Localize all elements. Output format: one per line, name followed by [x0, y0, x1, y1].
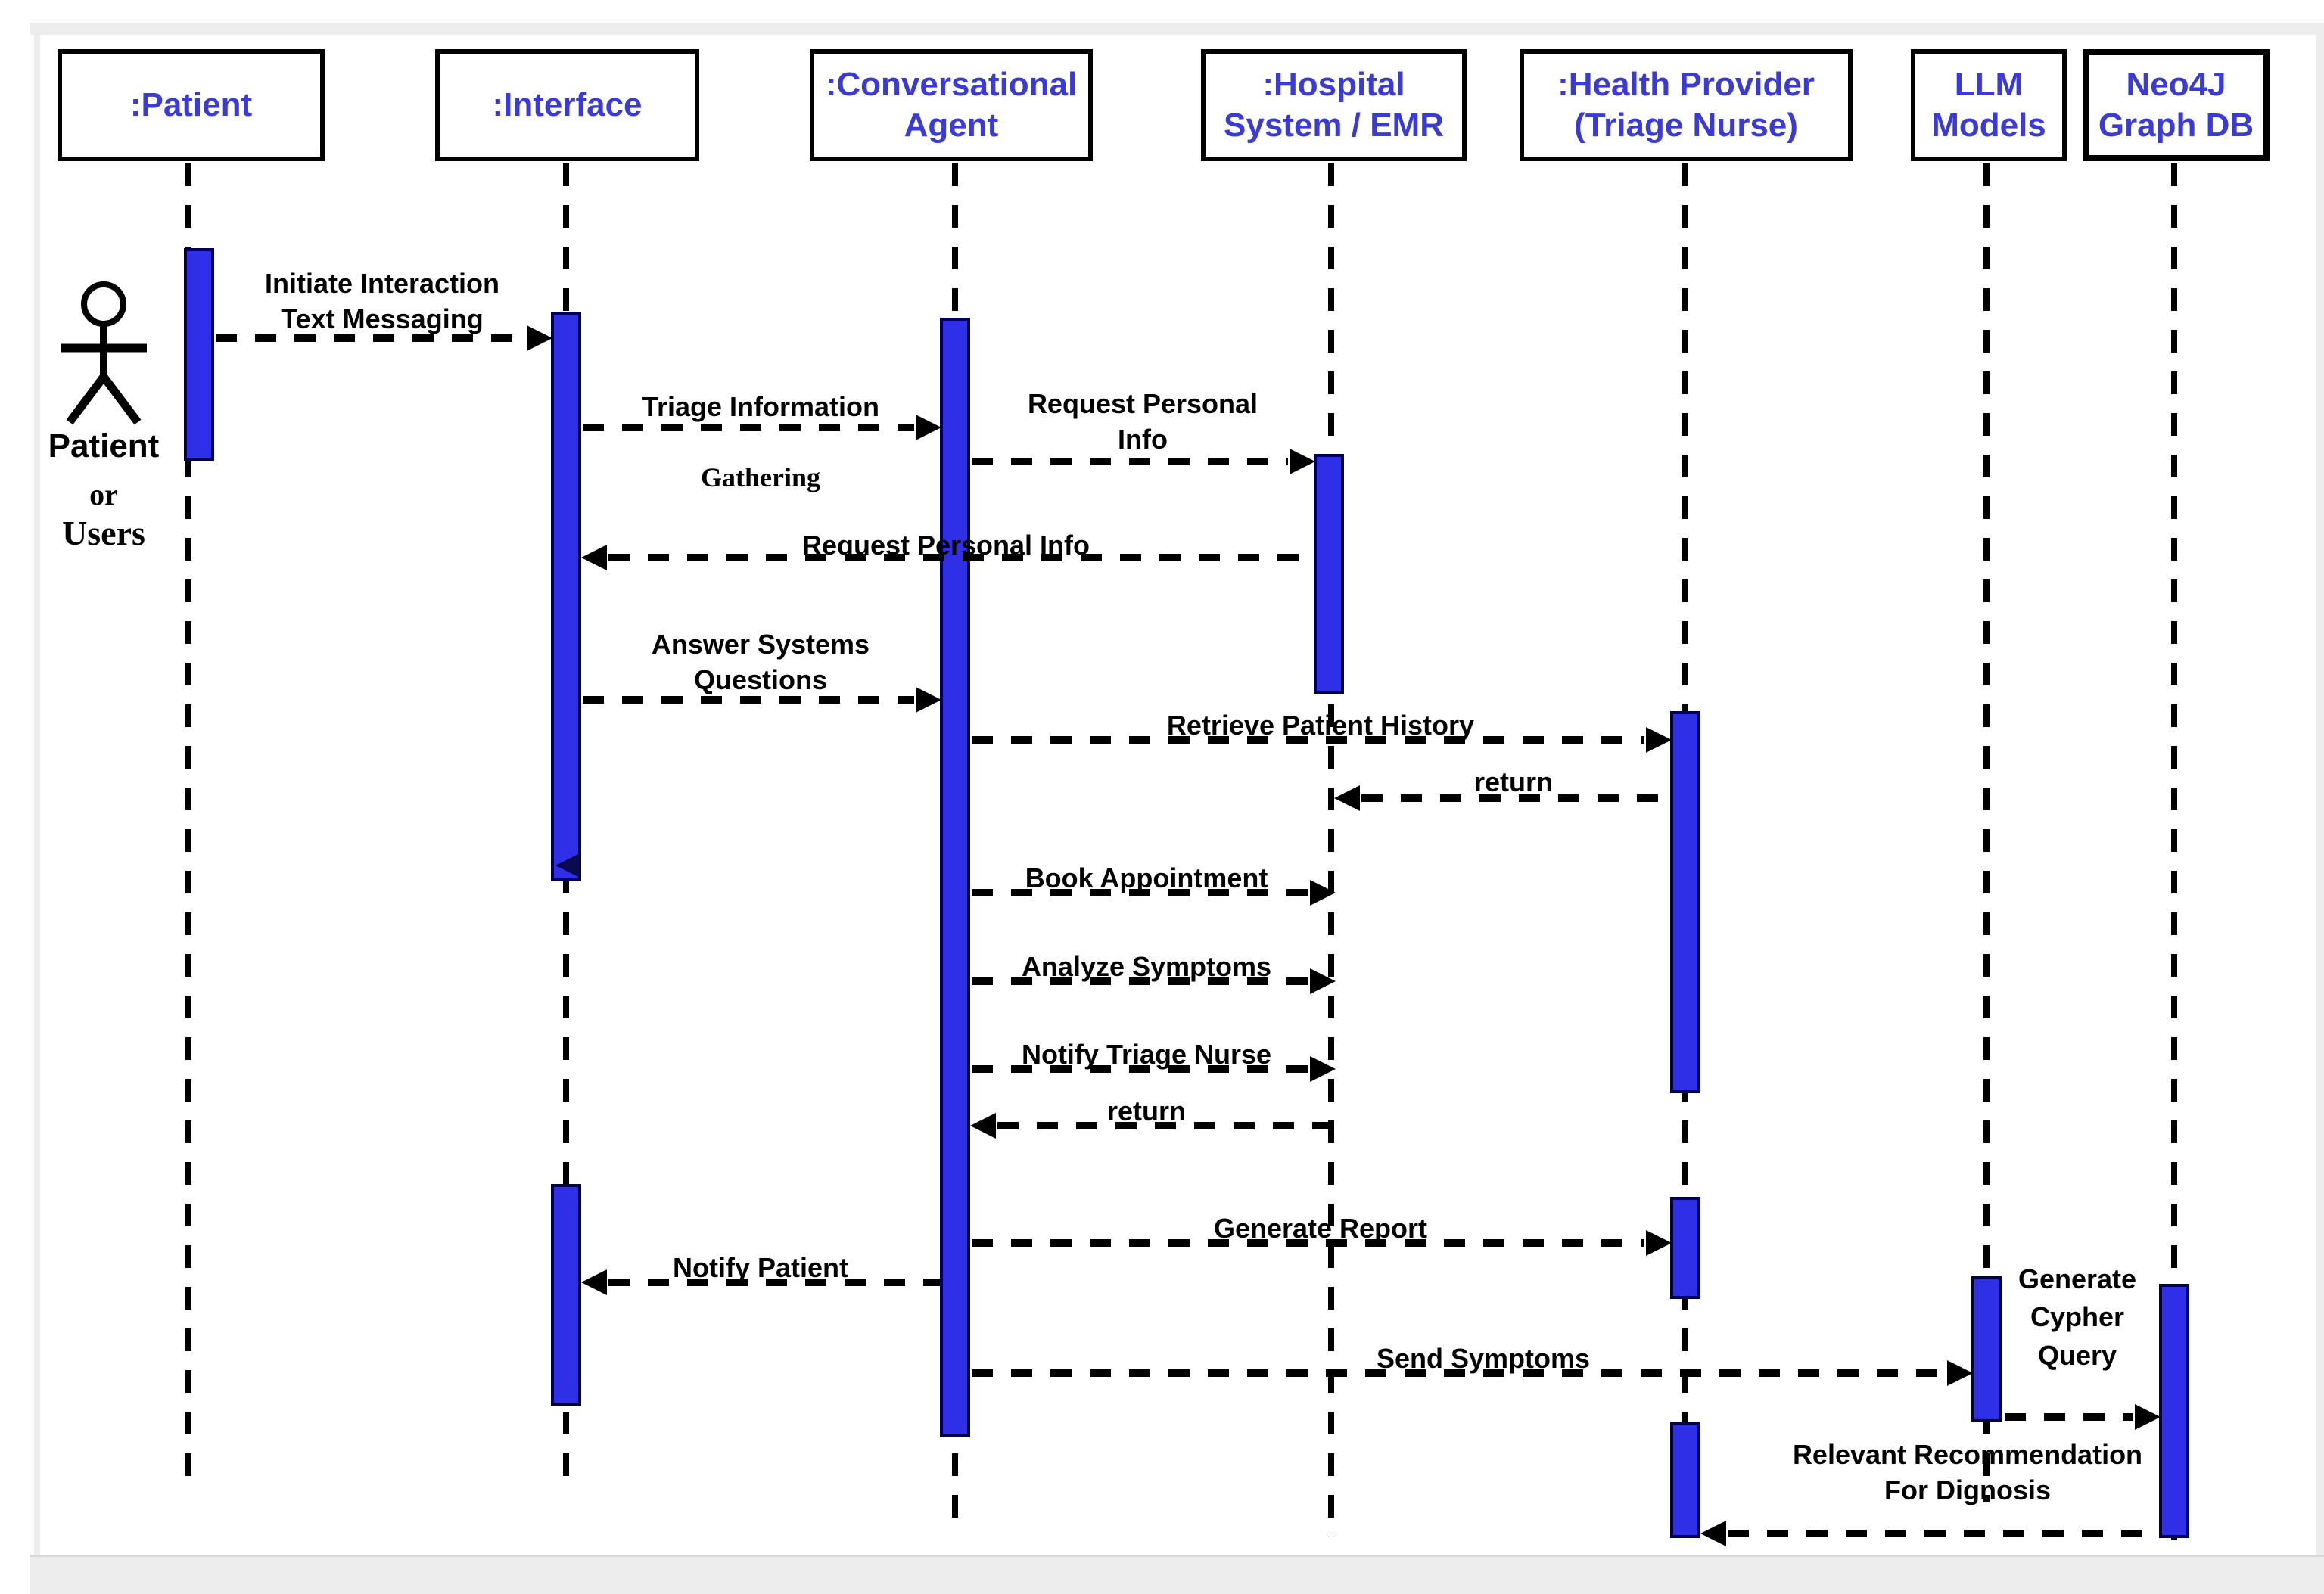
- message-line: [608, 1279, 940, 1286]
- actor-label-neo4j: Neo4J Graph DB: [2098, 66, 2254, 144]
- page-bottom-band: [30, 1555, 2324, 1594]
- lifeline-patient: [185, 163, 191, 1495]
- message-label: return: [1106, 1095, 1186, 1126]
- activation-interface-1: [551, 312, 581, 881]
- arrowhead-right-icon: [1947, 1360, 1973, 1386]
- message-label: Notify Triage Nurse: [1021, 1039, 1272, 1070]
- page-left-edge: [34, 23, 40, 1557]
- arrowhead-left-icon: [1700, 1521, 1726, 1546]
- message-line: [972, 1369, 1946, 1377]
- actor-label-hospital-system: :Hospital System / EMR: [1224, 66, 1444, 144]
- message-line: [583, 696, 914, 704]
- message-label-line2: Gathering: [701, 462, 820, 493]
- page-right-edge: [2316, 23, 2324, 1557]
- activation-llm-models: [1971, 1276, 2002, 1422]
- message-line: [972, 458, 1288, 465]
- message-line: [972, 1239, 1644, 1247]
- arrowhead-right-icon: [916, 687, 941, 713]
- message-label: return: [1473, 766, 1553, 797]
- message-line: [997, 1122, 1331, 1129]
- message-line: [972, 977, 1308, 985]
- arrowhead-right-icon: [1310, 1056, 1336, 1082]
- message-line: [2005, 1413, 2133, 1421]
- actor-box-neo4j: Neo4J Graph DB: [2083, 49, 2270, 161]
- message-label: Send Symptoms: [1376, 1343, 1591, 1374]
- actor-label-conversational-agent: :Conversational Agent: [825, 66, 1078, 144]
- activation-interface-2: [551, 1184, 581, 1406]
- arrowhead-right-icon: [527, 325, 552, 351]
- arrowhead-right-icon: [1646, 1230, 1672, 1256]
- message-line: [583, 424, 914, 431]
- message-line: [608, 554, 1314, 561]
- actor-box-interface: :Interface: [435, 49, 699, 161]
- message-label: Generate Cypher Query: [2018, 1263, 2137, 1371]
- arrowhead-right-icon: [1310, 880, 1336, 906]
- stick-figure-icon: [61, 281, 147, 425]
- message-line: [972, 736, 1644, 744]
- stray-return-arrowhead: [555, 853, 580, 878]
- message-label: Initiate Interaction Text Messaging: [264, 268, 500, 334]
- message-label: Book Appointment: [1025, 862, 1268, 893]
- message-label: Request Personal Info: [1027, 388, 1258, 455]
- arrowhead-right-icon: [1290, 449, 1315, 474]
- lifeline-hospital-system: [1328, 163, 1334, 1537]
- message-label: Relevant Recommendation For Dignosis: [1792, 1439, 2143, 1505]
- actor-label-health-provider: :Health Provider (Triage Nurse): [1557, 66, 1815, 144]
- actor-label-patient: :Patient: [129, 86, 253, 124]
- arrowhead-right-icon: [2135, 1404, 2161, 1430]
- message-label: Triage Information Gathering: [598, 354, 923, 496]
- actor-label-llm-models: LLM Models: [1931, 66, 2046, 144]
- activation-health-provider-1: [1670, 711, 1700, 1093]
- arrowhead-left-icon: [970, 1113, 996, 1139]
- message-label: Analyze Symptoms: [1021, 951, 1272, 982]
- message-line: [1361, 794, 1670, 802]
- activation-neo4j: [2159, 1284, 2189, 1538]
- activation-health-provider-2: [1670, 1197, 1700, 1299]
- lifeline-llm-models: [1983, 163, 1990, 1502]
- actor-box-patient: :Patient: [58, 49, 325, 161]
- message-line: [972, 1065, 1308, 1073]
- actor-box-llm-models: LLM Models: [1911, 49, 2067, 161]
- user-caption-or: or: [89, 477, 118, 511]
- message-label: Generate Report: [1213, 1213, 1428, 1244]
- arrowhead-right-icon: [1646, 727, 1672, 753]
- actor-box-hospital-system: :Hospital System / EMR: [1201, 49, 1467, 161]
- message-label: Notify Patient: [672, 1252, 848, 1283]
- message-label: Answer Systems Questions: [651, 629, 870, 695]
- user-caption-patient: Patient: [48, 427, 160, 465]
- message-label-line1: Triage Information: [641, 390, 880, 422]
- message-label: Retrieve Patient History: [1166, 710, 1475, 741]
- message-line: [972, 889, 1308, 896]
- activation-patient: [184, 248, 214, 461]
- lifeline-neo4j: [2171, 163, 2177, 1540]
- page-top-band: [30, 23, 2324, 35]
- activation-hospital-system: [1314, 454, 1344, 694]
- message-line: [216, 334, 525, 342]
- user-caption-users: Users: [62, 514, 145, 552]
- arrowhead-right-icon: [916, 415, 941, 440]
- arrowhead-left-icon: [581, 545, 607, 570]
- arrowhead-right-icon: [1310, 968, 1336, 994]
- arrowhead-left-icon: [1334, 785, 1360, 811]
- actor-box-conversational-agent: :Conversational Agent: [810, 49, 1093, 161]
- activation-health-provider-3: [1670, 1422, 1700, 1538]
- actor-box-health-provider: :Health Provider (Triage Nurse): [1520, 49, 1853, 161]
- activation-conversational-agent: [940, 318, 970, 1437]
- actor-label-interface: :Interface: [492, 86, 642, 124]
- message-line: [1728, 1530, 2159, 1537]
- arrowhead-left-icon: [581, 1269, 607, 1295]
